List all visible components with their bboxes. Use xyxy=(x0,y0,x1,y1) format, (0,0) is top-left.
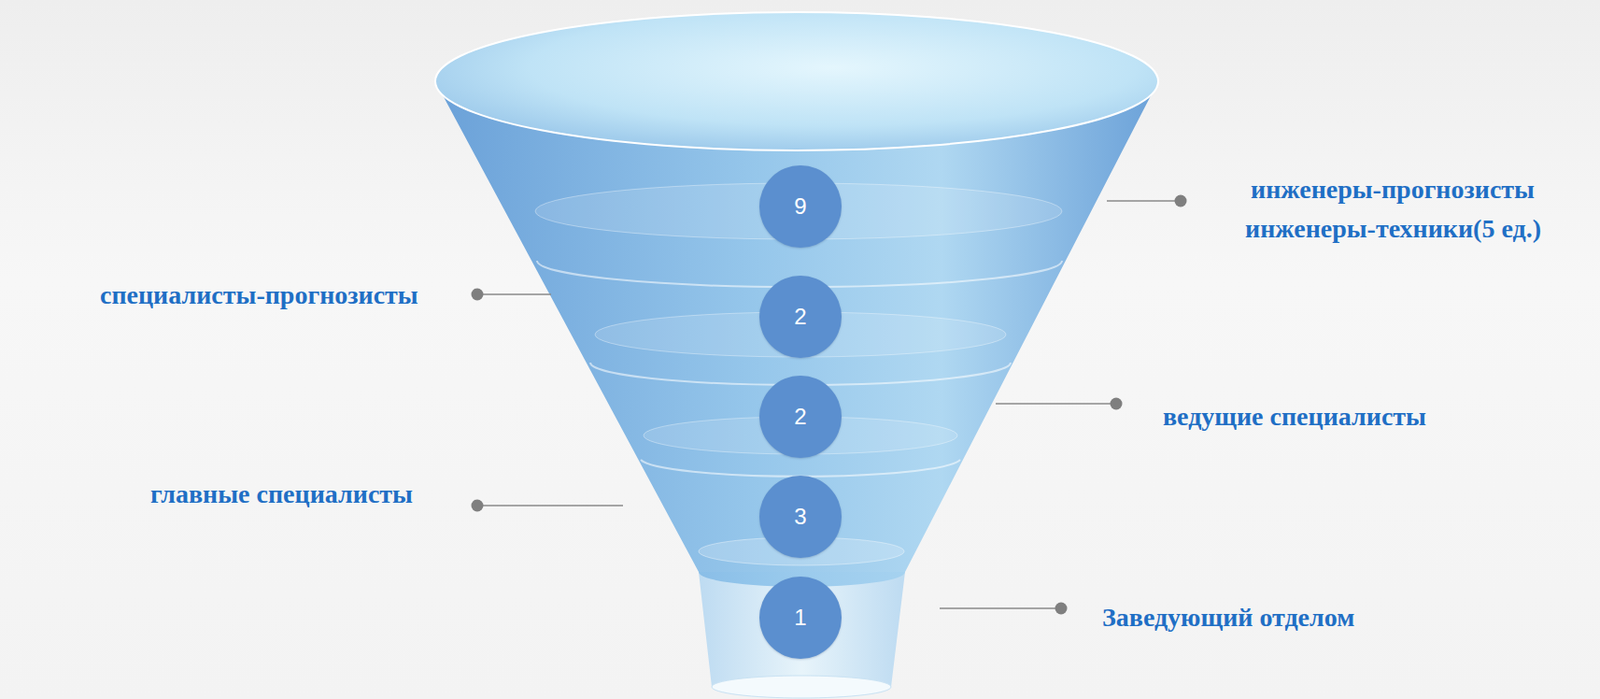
callout-number: 2 xyxy=(793,303,807,330)
number-circle: 1 xyxy=(759,576,842,659)
leader-lines xyxy=(477,200,1181,609)
funnel-cone xyxy=(435,81,1159,587)
role-label: специалисты-прогнозисты xyxy=(99,280,419,311)
number-circle: 2 xyxy=(759,275,842,358)
callout-number: 9 xyxy=(793,193,807,220)
role-label: Заведующий отделом xyxy=(1102,602,1355,633)
funnel-neck xyxy=(698,571,906,698)
callout-number: 1 xyxy=(793,604,807,631)
callout-number: 2 xyxy=(793,403,807,430)
callout-number: 3 xyxy=(793,503,807,530)
role-label: инженеры-прогнозисты xyxy=(1250,174,1535,205)
band-edge xyxy=(640,459,961,477)
role-label: главные специалисты xyxy=(150,479,413,510)
neck-bottom xyxy=(711,675,892,698)
role-label: инженеры-техники(5 ед.) xyxy=(1245,213,1542,244)
number-circle: 9 xyxy=(759,165,842,248)
funnel-top xyxy=(435,12,1159,151)
number-circle: 3 xyxy=(759,475,842,558)
number-circle: 2 xyxy=(759,375,842,458)
role-label: ведущие специалисты xyxy=(1162,401,1427,432)
leader-dots xyxy=(471,195,1188,615)
